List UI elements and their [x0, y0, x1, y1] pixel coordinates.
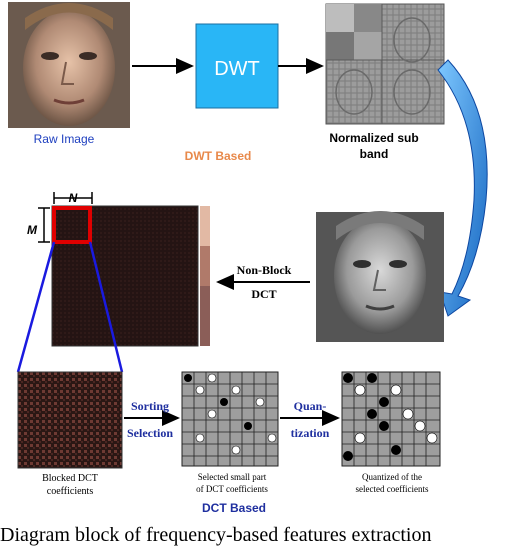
tization-label: tization [291, 426, 330, 440]
zoom-line-right [88, 241, 124, 373]
quantized-coefficients-grid [341, 371, 441, 467]
subband-image [325, 3, 445, 125]
dct-heatmap [51, 205, 210, 347]
sorting-label: Sorting [131, 399, 169, 413]
dwt-based-label: DWT Based [185, 149, 252, 163]
figure-caption: Diagram block of frequency-based feature… [0, 524, 432, 546]
quantized-label-1: Quantized of the [362, 472, 422, 482]
raw-image-label: Raw Image [34, 132, 95, 146]
selected-label-1: Selected small part [198, 472, 267, 482]
normalized-subband-label-1: Normalized sub [329, 131, 418, 145]
selected-label-2: of DCT coefficients [196, 484, 268, 494]
quan-label: Quan- [294, 399, 327, 413]
non-block-label-2: DCT [251, 287, 276, 301]
curved-arrow [437, 59, 488, 317]
blocked-dct-label-2: coefficients [47, 486, 94, 497]
dim-n-label: N [69, 191, 78, 205]
raw-face-image [8, 2, 130, 128]
non-block-label-1: Non-Block [237, 263, 292, 277]
normalized-subband-label-2: band [360, 147, 389, 161]
dwt-box [195, 23, 279, 109]
dwt-box-label: DWT [214, 58, 260, 80]
dct-selection-box [52, 206, 92, 244]
selected-coefficients-grid [181, 371, 279, 467]
dim-n-marker [53, 192, 93, 204]
quantized-label-2: selected coefficients [355, 484, 429, 494]
dim-m-marker [38, 207, 50, 243]
dim-m-label: M [27, 223, 38, 237]
dct-based-label: DCT Based [202, 501, 266, 515]
blocked-dct-label-1: Blocked DCT [42, 473, 98, 484]
gray-face-image [316, 211, 444, 342]
blocked-dct-image [17, 371, 123, 469]
zoom-line-left [16, 241, 56, 373]
selection-label: Selection [127, 426, 173, 440]
